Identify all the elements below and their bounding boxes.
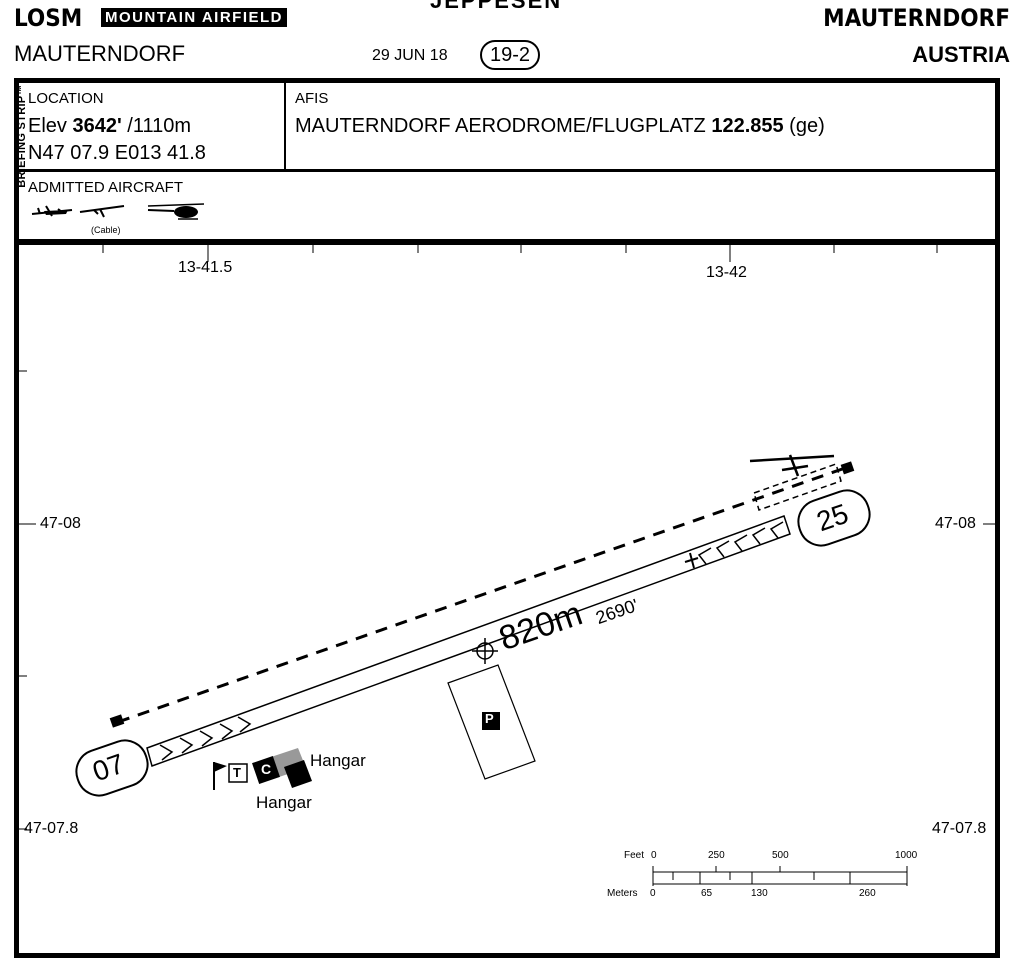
latitude-label-right-2: 47-07.8 — [932, 820, 987, 837]
airport-icao-code: LOSM — [14, 4, 83, 32]
longitude-label-1: 13-41.5 — [178, 259, 233, 276]
scale-feet-1000: 1000 — [895, 850, 918, 861]
afis-frequency-line: MAUTERNDORF AERODROME/FLUGPLATZ 122.855 … — [295, 115, 825, 138]
city-title: MAUTERNDORF — [823, 4, 1010, 32]
glider-strip — [117, 465, 849, 724]
customs-symbol — [252, 756, 280, 784]
info-divider-row — [19, 169, 1000, 172]
scale-meters-65: 65 — [701, 888, 713, 899]
scale-feet-250: 250 — [708, 850, 725, 861]
latitude-label-right-1: 47-08 — [935, 515, 976, 532]
chart-page-number: 19-2 — [480, 40, 541, 70]
airplane-icon — [31, 205, 73, 217]
runway-07-label-box — [75, 739, 149, 797]
city-name: MAUTERNDORF — [14, 41, 186, 66]
info-divider-vertical — [284, 83, 286, 171]
runway-25-arrows — [697, 521, 784, 565]
longitude-ticks — [102, 245, 938, 262]
scale-feet-500: 500 — [772, 850, 789, 861]
mountain-airfield-badge: MOUNTAIN AIRFIELD — [101, 8, 287, 27]
glider-strip-west-marker — [109, 714, 125, 728]
chart-date: 29 JUN 18 — [372, 47, 448, 64]
parking-symbol — [482, 712, 500, 730]
publisher-logo: JEPPESEN — [430, 0, 563, 13]
elevation-meters: /1110m — [121, 115, 192, 137]
glider-area-box — [753, 463, 842, 511]
customs-letter: C — [261, 761, 272, 777]
admitted-aircraft-icons — [31, 203, 205, 220]
glider-icon — [79, 205, 125, 218]
afis-frequency: 122.855 — [711, 115, 784, 137]
runway-glider-mark — [684, 552, 699, 569]
scale-meters-130: 130 — [751, 888, 768, 899]
runway-07-arrows — [159, 716, 252, 761]
helicopter-icon — [147, 203, 205, 220]
afis-station-name: MAUTERNDORF AERODROME/FLUGPLATZ — [295, 115, 712, 137]
hangar-label-2: Hangar — [256, 793, 312, 812]
afis-label: AFIS — [295, 90, 329, 107]
latitude-ticks — [19, 370, 1000, 830]
elevation-feet: 3642' — [72, 115, 122, 137]
tower-symbol — [228, 763, 248, 783]
runway — [146, 515, 791, 767]
elevation-prefix: Elev — [28, 115, 73, 137]
scale-meters-260: 260 — [859, 888, 876, 899]
cable-note: (Cable) — [91, 225, 121, 235]
glider-strip-east-marker — [840, 461, 855, 475]
hangar-black — [284, 760, 312, 788]
elevation: Elev 3642' /1110m — [28, 115, 191, 138]
scale-feet-0: 0 — [651, 850, 657, 861]
latitude-label-left-2: 47-07.8 — [24, 820, 79, 837]
map-top-border — [19, 239, 1000, 245]
tower-letter: T — [233, 765, 241, 780]
windsock-icon — [213, 762, 227, 790]
latitude-label-left-1: 47-08 — [40, 515, 81, 532]
location-label: LOCATION — [28, 90, 104, 107]
afis-language: (ge) — [783, 115, 825, 137]
aerodrome-reference-point — [472, 638, 498, 664]
country-name: AUSTRIA — [912, 42, 1010, 67]
airport-coordinates: N47 07.9 E013 41.8 — [28, 142, 206, 164]
glider-icon — [749, 454, 835, 477]
hangar-label-1: Hangar — [310, 751, 366, 770]
scale-feet-label: Feet — [624, 850, 645, 861]
longitude-label-2: 13-42 — [706, 264, 747, 281]
scale-meters-label: Meters — [607, 888, 638, 899]
runway-25-label-box — [797, 489, 871, 547]
parking-letter: P — [485, 711, 494, 726]
scale-meters-0: 0 — [650, 888, 656, 899]
admitted-aircraft-label: ADMITTED AIRCRAFT — [28, 179, 184, 196]
scale-bar — [652, 866, 908, 886]
